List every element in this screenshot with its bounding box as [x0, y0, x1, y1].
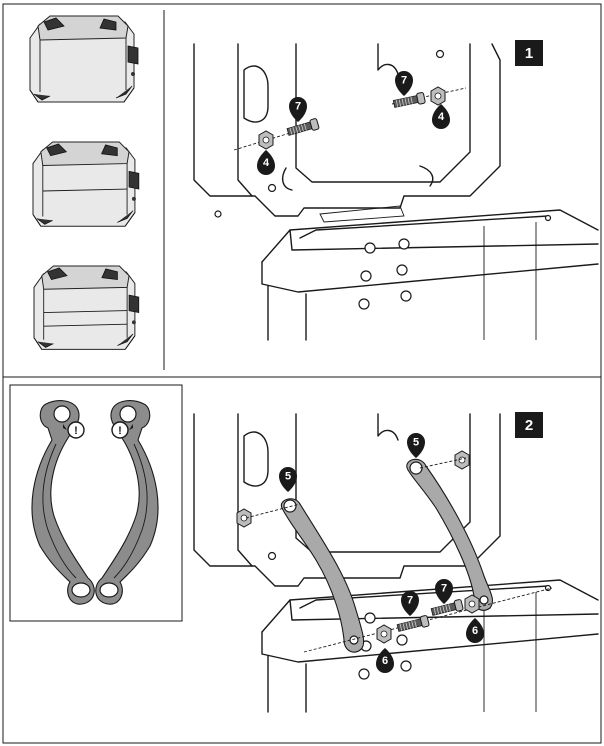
callout-label: 5 [285, 471, 291, 483]
callout-7-step2-right: 7 [435, 579, 453, 604]
callout-7-step2-left: 7 [401, 591, 419, 616]
bracket-detail-inset: ! ! [9, 384, 183, 622]
screw-left [285, 117, 320, 138]
callout-7-upper-right: 7 [395, 71, 413, 96]
callout-5-right: 5 [407, 433, 425, 458]
screw-right [392, 91, 426, 110]
warning-icon: ! [111, 421, 133, 439]
callout-label: 6 [472, 625, 478, 637]
step-badge-2: 2 [515, 412, 543, 438]
nut-right [430, 86, 446, 106]
case-illustration-3 [33, 265, 140, 350]
case-illustration-2 [32, 141, 140, 227]
callout-label: 5 [413, 437, 419, 449]
step-number: 2 [525, 417, 533, 434]
callout-label: 4 [438, 111, 445, 123]
callout-label: 7 [441, 583, 447, 595]
case-overview-column [29, 15, 140, 350]
nut-step2-left [236, 508, 252, 528]
screw-step2-right [430, 598, 464, 618]
washer-right [464, 594, 480, 614]
callout-label: 7 [295, 101, 301, 113]
washer-left [376, 624, 392, 644]
step-badge-1: 1 [515, 40, 543, 66]
step-number: 1 [525, 45, 533, 62]
warning-label: ! [118, 425, 122, 437]
step-1-drawing [193, 43, 599, 341]
step-2-drawing [193, 413, 599, 713]
callout-label: 6 [382, 655, 388, 667]
warning-label: ! [74, 425, 78, 437]
warning-icon: ! [63, 421, 85, 439]
callout-label: 7 [401, 75, 407, 87]
callout-label: 7 [407, 595, 413, 607]
case-illustration-1 [29, 15, 139, 103]
callout-label: 4 [263, 157, 270, 169]
nut-left [258, 130, 274, 150]
panel-frame [2, 3, 602, 744]
callout-7-upper-left: 7 [289, 97, 307, 122]
callout-5-left: 5 [279, 467, 297, 492]
